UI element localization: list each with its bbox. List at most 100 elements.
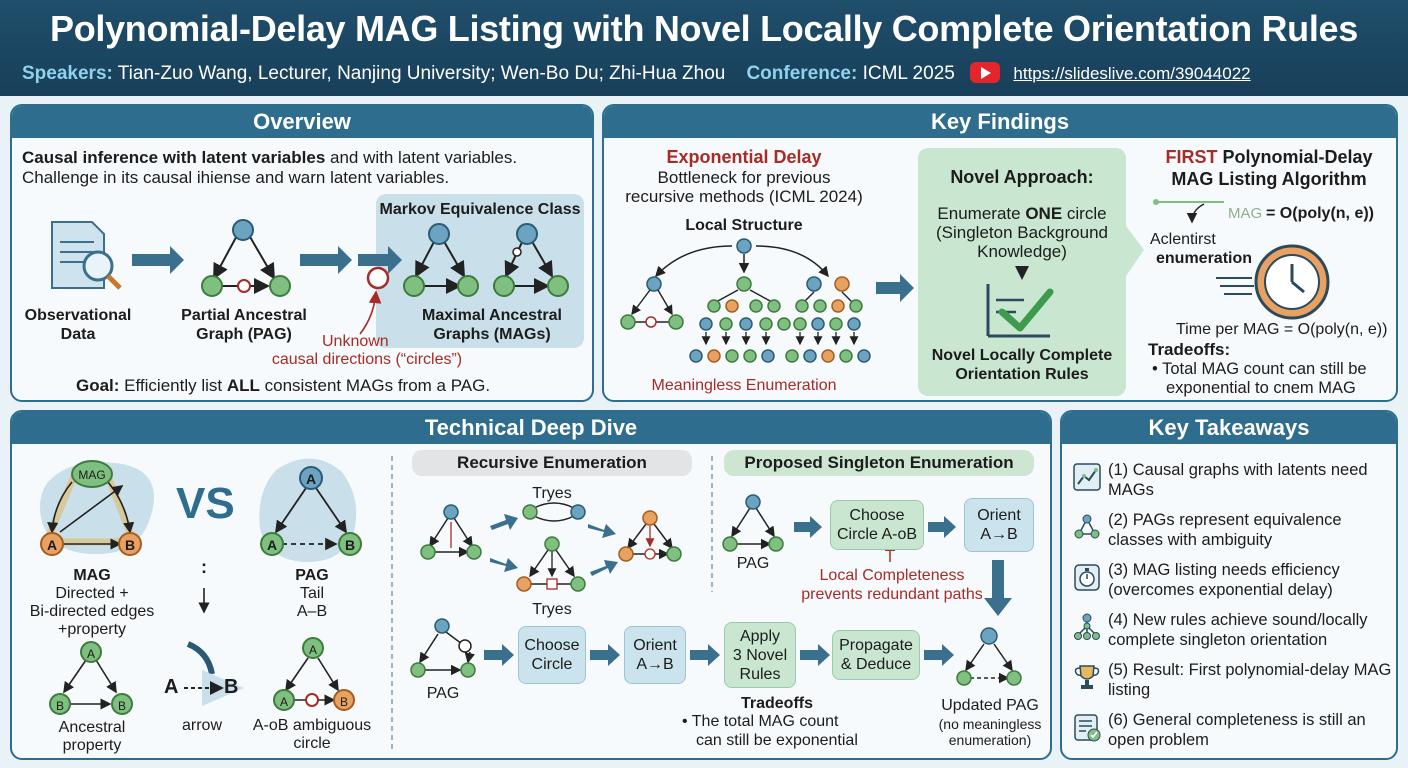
takeaway-item: (5) Result: First polynomial-delay MAG l… xyxy=(1072,660,1396,706)
deep-left-diagrams xyxy=(40,456,713,752)
goal-label: Goal: xyxy=(76,376,120,395)
node-b-1: B xyxy=(124,537,136,553)
unknown-circle xyxy=(366,266,390,290)
amb-node-a-2: A xyxy=(279,695,288,709)
speakers-line: Speakers: Tian-Zuo Wang, Lecturer, Nanji… xyxy=(22,62,1251,85)
exp-delay: Exponential Delay xyxy=(666,147,822,167)
overview-title: Overview xyxy=(12,106,592,138)
takeaway-item: (2) PAGs represent equivalence classes w… xyxy=(1072,510,1396,556)
mags-label: Maximal Ancestral Graphs (MAGs) xyxy=(422,307,562,343)
takeaway-item: (1) Causal graphs with latents need MAGs xyxy=(1072,460,1396,506)
deep-trade-2: can still be exponential xyxy=(696,732,858,749)
singleton-tab: Proposed Singleton Enumeration xyxy=(724,450,1034,476)
mag-desc-1: Directed + xyxy=(55,585,129,602)
takeaway-item: (6) General completeness is still an ope… xyxy=(1072,710,1396,756)
takeaway-text: (6) General completeness is still an ope… xyxy=(1108,711,1366,749)
mag-graph-2 xyxy=(493,223,569,297)
intro-rest: and with latent variables. xyxy=(325,148,518,167)
apply-1: Apply xyxy=(739,627,781,645)
amb-node-b: B xyxy=(339,695,348,709)
node-a-1: A xyxy=(46,537,58,553)
rules-line-2: Orientation Rules xyxy=(955,366,1089,383)
checklist-icon xyxy=(1074,714,1101,742)
timeline-sketch xyxy=(1153,199,1224,224)
singleton-pag-label: PAG xyxy=(736,555,770,572)
takeaway-text: (1) Causal graphs with latents need MAGs xyxy=(1108,461,1368,499)
amb-node-a: A xyxy=(308,643,317,657)
takeaways-title: Key Takeaways xyxy=(1062,412,1396,444)
choose-2: Circle xyxy=(531,656,573,673)
intro-bold: Causal inference with latent variables xyxy=(22,148,326,167)
enum-pre: Enumerate xyxy=(937,204,1026,223)
first-rest: Polynomial-Delay xyxy=(1217,147,1373,167)
takeaways-panel: Key Takeaways (1) Causal graphs with lat… xyxy=(1060,410,1398,760)
mag-desc-2: Bi-directed edges xyxy=(29,603,155,620)
mag-label: MAG xyxy=(73,567,111,584)
complexity: = O(poly(n, e)) xyxy=(1266,205,1374,222)
enum-post: circle xyxy=(1062,204,1107,223)
local-completeness-2: prevents redundant paths xyxy=(801,586,983,603)
time-per-mag: Time per MAG = O(poly(n, e)) xyxy=(1176,321,1388,338)
takeaway-item: (4) New rules achieve sound/locally comp… xyxy=(1072,610,1396,656)
node-a-3: A xyxy=(266,537,278,553)
anc-node-b-right: B xyxy=(117,699,126,713)
takeaway-item: (3) MAG listing needs efficiency (overco… xyxy=(1072,560,1396,606)
ancestral-1: Ancestral xyxy=(58,719,126,736)
updated-pag-2: (no meaningless xyxy=(938,716,1042,732)
aclent-2: enumeration xyxy=(1156,250,1253,267)
arrow-a: A xyxy=(164,676,179,698)
pag-label: PAG xyxy=(295,567,329,584)
goal-all: ALL xyxy=(226,376,260,395)
takeaway-text: (3) MAG listing needs efficiency (overco… xyxy=(1108,561,1340,599)
node-a-2: A xyxy=(305,471,317,487)
takeaway-text: (2) PAGs represent equivalence classes w… xyxy=(1108,511,1342,549)
checkmark-chart-icon xyxy=(986,266,1054,338)
video-link[interactable]: https://slideslive.com/39044022 xyxy=(1013,64,1251,83)
overview-panel: Overview Causal inference with latent va… xyxy=(10,104,594,402)
overview-diagram xyxy=(51,219,569,335)
updated-pag-3: enumeration) xyxy=(948,732,1032,748)
trade-2: exponential to cnem MAG xyxy=(1166,379,1356,397)
deep-title: Technical Deep Dive xyxy=(12,412,1050,444)
pag-desc-1: Tail xyxy=(299,585,324,602)
trophy-icon xyxy=(1074,665,1100,689)
mag-graph-1 xyxy=(403,223,479,297)
deep-trade-1: The total MAG count xyxy=(691,713,839,730)
orient-bottom-1: Orient xyxy=(633,637,677,654)
deep-trade-bullet: • The total MAG count xyxy=(682,713,839,730)
goal-pre: Efficiently list xyxy=(119,376,227,395)
apply-3: Rules xyxy=(739,665,781,683)
deep-dive-panel: Technical Deep Dive xyxy=(10,410,1052,760)
flow-arrows xyxy=(132,246,402,274)
vs-label: VS xyxy=(176,479,235,528)
anc-node-a: A xyxy=(86,647,95,661)
unknown-label-2: causal directions (“circles”) xyxy=(271,351,463,368)
obs-data-label: Observational Data xyxy=(24,307,132,343)
anc-node-b-left: B xyxy=(55,699,64,713)
choose-1: Choose xyxy=(524,637,580,654)
circle-desc-1: A-oB ambiguous xyxy=(252,717,372,734)
trade-1: Total MAG count can still be xyxy=(1162,360,1367,378)
youtube-icon[interactable] xyxy=(970,62,1001,83)
goal-text: Goal: Efficiently list ALL consistent MA… xyxy=(76,376,490,395)
overview-intro: Causal inference with latent variables a… xyxy=(22,148,517,167)
enum-line-1: Enumerate ONE circle xyxy=(918,204,1126,223)
clock-icon xyxy=(1216,244,1330,320)
findings-title: Key Findings xyxy=(604,106,1396,138)
bottleneck-2: recursive methods (ICML 2024) xyxy=(625,187,863,206)
novel-title: Novel Approach: xyxy=(950,167,1094,187)
choose-circle-ab-1: Choose xyxy=(849,507,905,524)
tryes-bottom: Tryes xyxy=(532,601,572,618)
orient-top-2: A→B xyxy=(980,526,1018,543)
aclent-1: Aclentirst xyxy=(1150,231,1216,248)
node-b-2: B xyxy=(344,537,356,553)
speakers-label: Speakers: xyxy=(22,63,113,84)
first-word: FIRST xyxy=(1165,147,1218,167)
arrow-b: B xyxy=(224,676,239,698)
first-line: FIRST Polynomial-Delay xyxy=(1144,148,1394,167)
unknown-label-1: Unknown xyxy=(322,333,389,350)
mag-node-label: MAG xyxy=(78,468,106,482)
